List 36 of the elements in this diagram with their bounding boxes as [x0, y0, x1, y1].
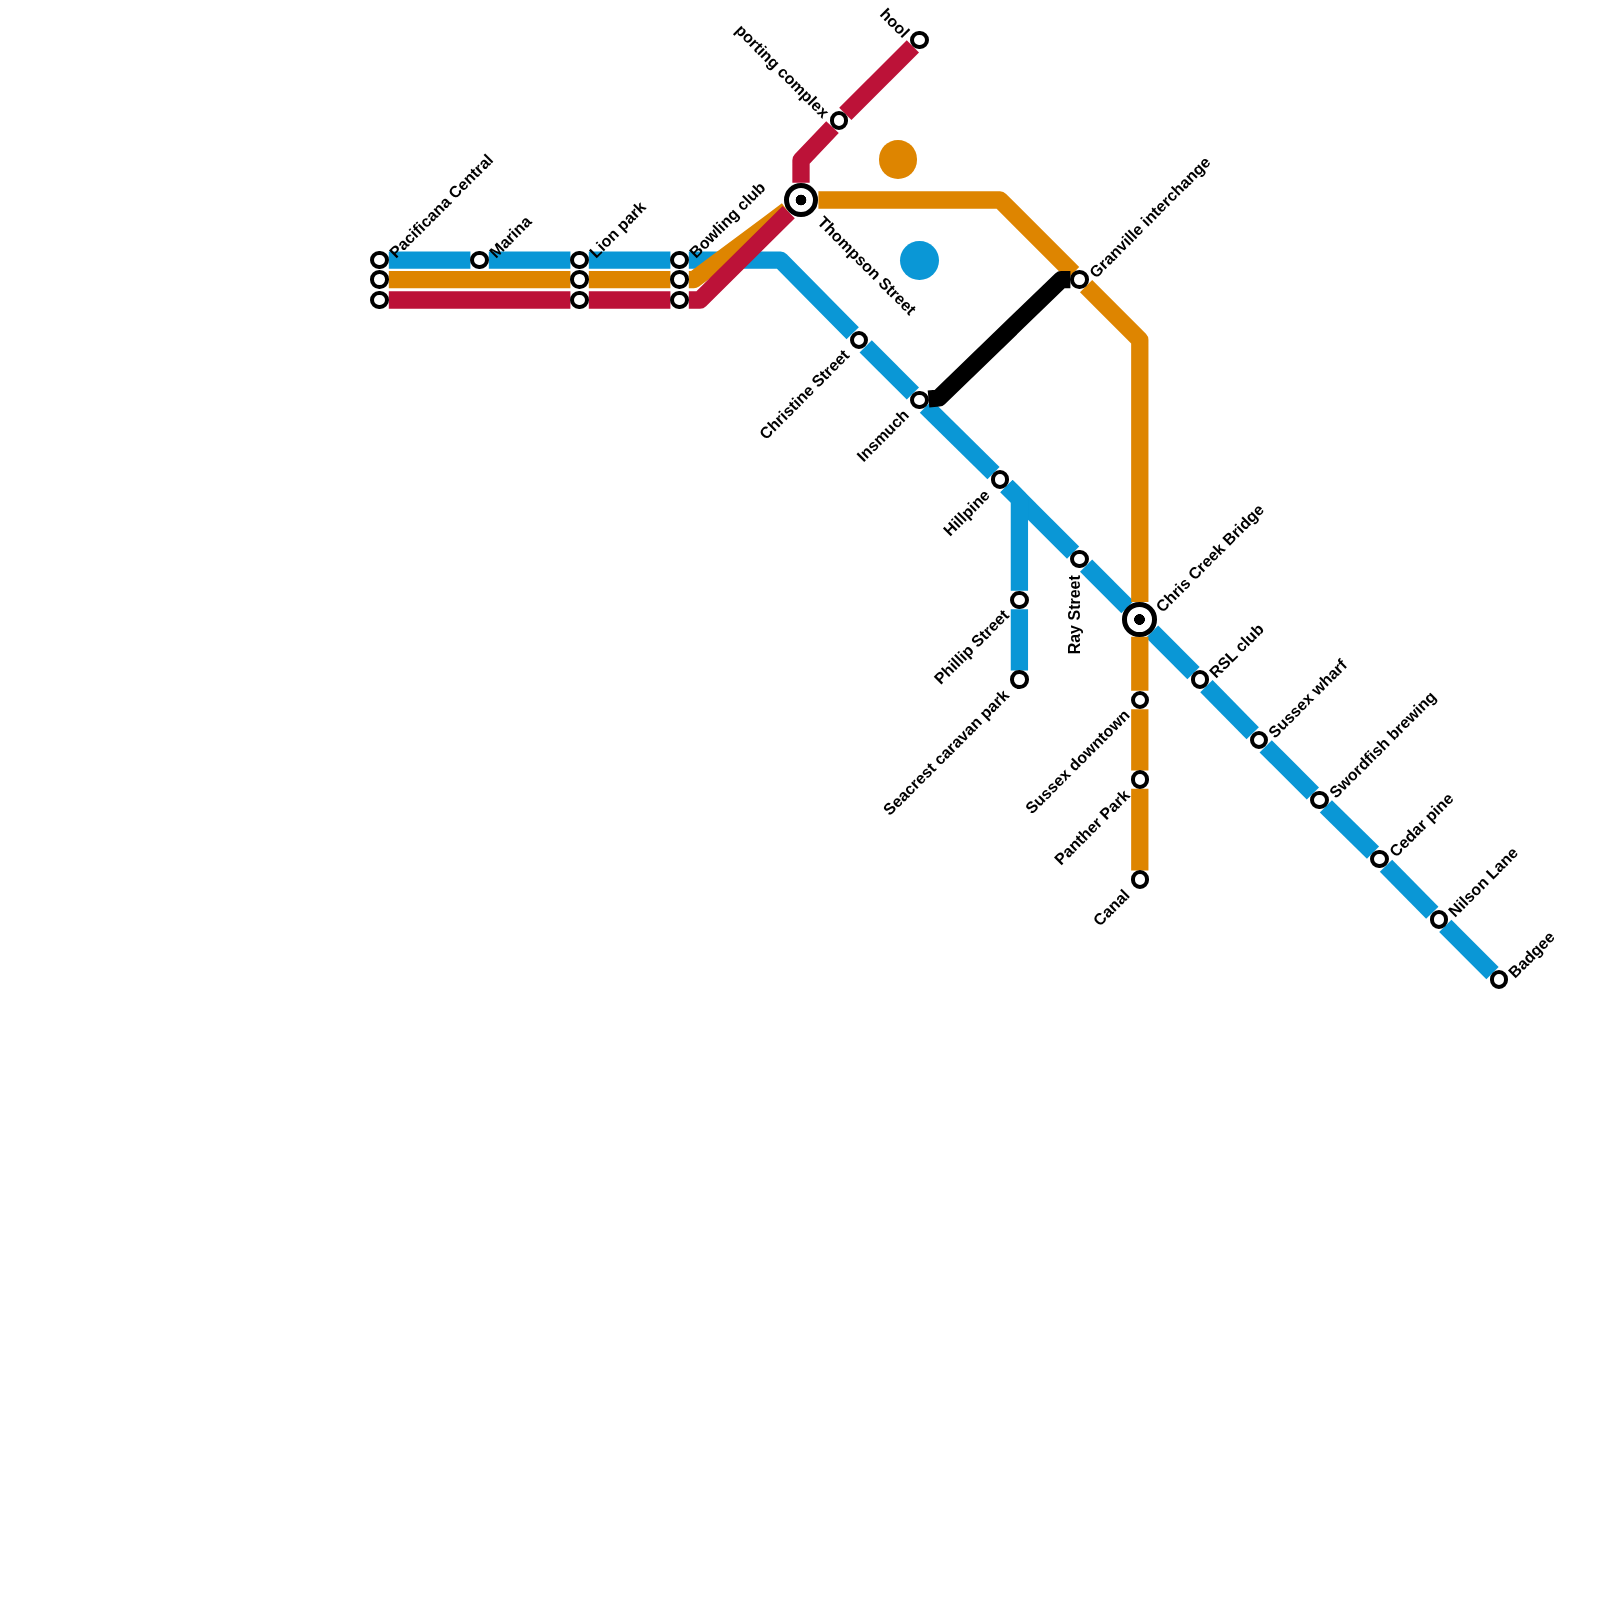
- route-line: [1379, 859, 1439, 919]
- circle-marker: [878, 139, 918, 179]
- route-line: [1131, 636, 1149, 691]
- route-line: [388, 251, 471, 269]
- station-marker: [570, 270, 589, 289]
- route-line: [1200, 680, 1259, 740]
- route-line: [1439, 919, 1499, 980]
- station-marker: [670, 290, 689, 310]
- station-marker: [570, 290, 589, 310]
- station-label: RSL club: [1205, 619, 1269, 683]
- route-line: [688, 206, 795, 309]
- route-line: [588, 291, 671, 309]
- station-label: Ray Street: [1065, 575, 1085, 655]
- route-line: [1146, 625, 1200, 680]
- route-line: [588, 251, 671, 269]
- route-line: [839, 40, 919, 120]
- route-line: [588, 270, 671, 289]
- route-line: [1131, 788, 1149, 871]
- route-line: [1319, 800, 1380, 859]
- transfer-link: [927, 270, 1071, 408]
- route-line: [388, 291, 571, 309]
- route-line: [1131, 709, 1149, 771]
- station-marker: [370, 270, 389, 289]
- station-marker: [370, 290, 389, 310]
- route-line: [1000, 480, 1029, 591]
- circle-marker: [900, 240, 939, 280]
- route-line: [792, 121, 839, 183]
- route-line: [1010, 609, 1029, 671]
- route-line: [488, 251, 571, 269]
- route-line: [1080, 280, 1149, 602]
- route-line: [688, 251, 859, 340]
- station-marker: [670, 270, 689, 289]
- route-line: [1080, 559, 1134, 614]
- route-line: [1259, 740, 1319, 800]
- route-line: [859, 340, 919, 400]
- route-line: [388, 270, 571, 289]
